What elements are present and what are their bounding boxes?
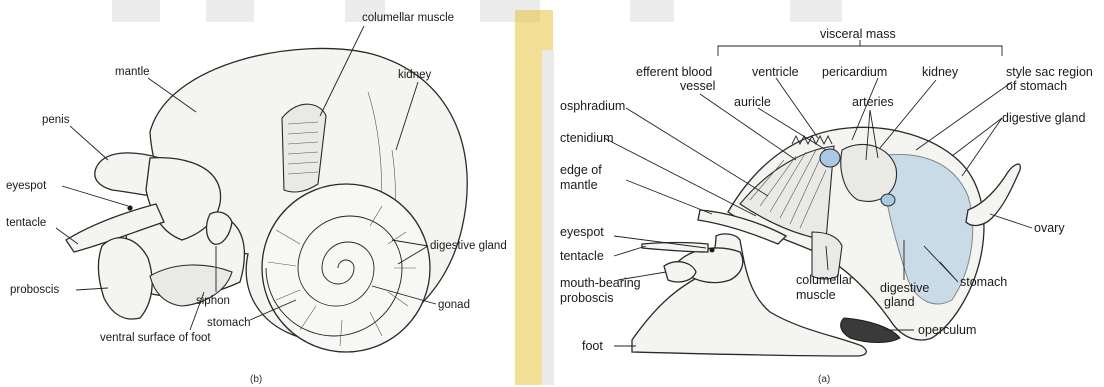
- label-a-digestive-gland-top: digestive gland: [1002, 111, 1085, 125]
- label-b-stomach: stomach: [207, 317, 250, 329]
- label-a-ctenidium: ctenidium: [560, 131, 614, 145]
- label-a-style-sac-2: of stomach: [1006, 79, 1067, 93]
- label-a-efferent-2: vessel: [680, 79, 715, 93]
- label-a-stomach: stomach: [960, 275, 1007, 289]
- spiral-coil: [262, 184, 430, 352]
- label-a-ovary: ovary: [1034, 221, 1065, 235]
- label-b-gonad: gonad: [438, 299, 470, 311]
- label-a-style-sac-1: style sac region: [1006, 65, 1093, 79]
- label-a-digestive-gland-bottom-1: digestive: [880, 281, 929, 295]
- caption-a: (a): [818, 374, 830, 385]
- label-b-ventral-surface: ventral surface of foot: [100, 332, 211, 344]
- label-b-eyespot: eyespot: [6, 180, 47, 192]
- label-a-auricle: auricle: [734, 95, 771, 109]
- label-b-kidney: kidney: [398, 69, 431, 81]
- label-a-visceral-mass: visceral mass: [820, 27, 896, 41]
- caption-b: (b): [250, 374, 262, 385]
- label-a-mouth-1: mouth-bearing: [560, 276, 641, 290]
- label-a-digestive-gland-bottom-2: gland: [884, 295, 915, 309]
- label-a-arteries: arteries: [852, 95, 894, 109]
- label-a-operculum: operculum: [918, 323, 976, 337]
- eyespot-dot: [127, 205, 132, 210]
- label-a-efferent-1: efferent blood: [636, 65, 712, 79]
- eyespot-a-dot: [710, 248, 715, 253]
- figure-b-drawing: [66, 48, 467, 352]
- label-a-tentacle: tentacle: [560, 249, 604, 263]
- label-a-mouth-2: proboscis: [560, 291, 614, 305]
- label-a-eyespot: eyespot: [560, 225, 604, 239]
- label-b-mantle: mantle: [115, 66, 150, 78]
- label-a-foot: foot: [582, 339, 603, 353]
- label-a-osphradium: osphradium: [560, 99, 625, 113]
- auricle-shape: [820, 149, 840, 167]
- label-a-pericardium: pericardium: [822, 65, 887, 79]
- label-a-kidney: kidney: [922, 65, 959, 79]
- label-a-ventricle: ventricle: [752, 65, 799, 79]
- label-a-columellar-1: columellar: [796, 273, 853, 287]
- label-a-columellar-2: muscle: [796, 288, 836, 302]
- label-b-digestive-gland: digestive gland: [430, 240, 507, 252]
- label-b-tentacle: tentacle: [6, 217, 46, 229]
- visceral-mass-bracket: [718, 40, 1002, 56]
- label-b-siphon: siphon: [196, 295, 230, 307]
- label-b-penis: penis: [42, 114, 70, 126]
- label-a-edge-2: mantle: [560, 178, 598, 192]
- label-a-edge-1: edge of: [560, 163, 602, 177]
- label-b-columellar-muscle: columellar muscle: [362, 12, 454, 24]
- label-b-proboscis: proboscis: [10, 284, 59, 296]
